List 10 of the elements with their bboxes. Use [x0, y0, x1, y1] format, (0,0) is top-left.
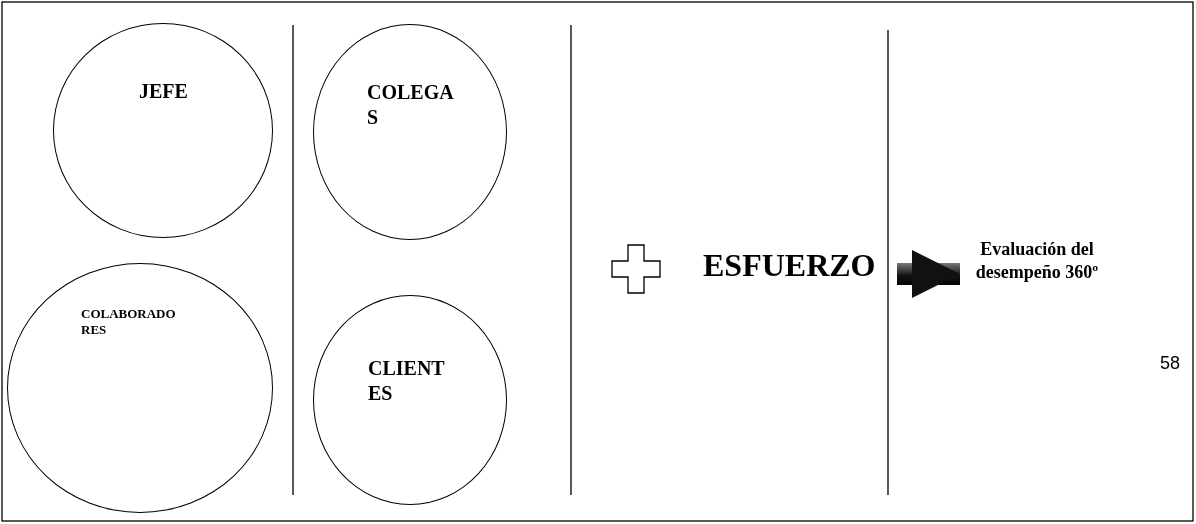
- block-arrow: [897, 249, 960, 299]
- circle-label: CLIENTES: [368, 356, 446, 406]
- circle-label: COLEGAS: [367, 80, 455, 130]
- circle-shape: [53, 23, 273, 238]
- page-number: 58: [1160, 353, 1181, 374]
- circle-label: JEFE: [139, 79, 189, 104]
- circle-label: COLABORADORES: [81, 306, 177, 339]
- circle-shape: [313, 24, 507, 240]
- result-text: Evaluación del desempeño 360º: [974, 238, 1100, 283]
- heading-text: ESFUERZO: [703, 246, 877, 285]
